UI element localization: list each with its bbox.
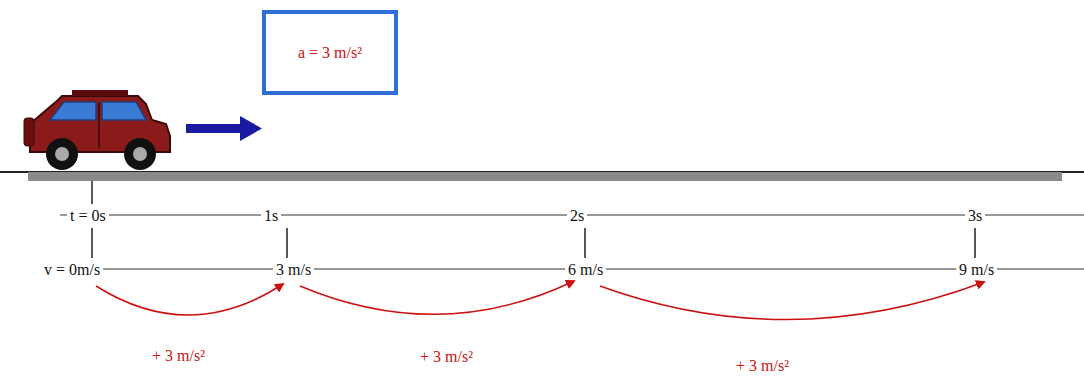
acceleration-label: + 3 m/s² <box>149 347 208 365</box>
car <box>24 90 170 170</box>
acceleration-label: + 3 m/s² <box>733 357 792 375</box>
acceleration-label: + 3 m/s² <box>417 348 476 366</box>
time-label: 1s <box>261 207 281 225</box>
velocity-label: 3 m/s <box>273 261 314 279</box>
curved-arrow <box>600 282 984 320</box>
velocity-label: 9 m/s <box>956 261 997 279</box>
road <box>28 172 1062 181</box>
tick <box>286 228 288 258</box>
time-label: 3s <box>965 207 985 225</box>
tick <box>584 228 586 258</box>
curved-arrow <box>300 281 574 314</box>
time-label: t = 0s <box>67 207 109 225</box>
motion-arrow <box>186 116 262 141</box>
tick <box>91 228 93 258</box>
curved-arrow <box>96 284 283 315</box>
velocity-label: 6 m/s <box>565 261 606 279</box>
formula-text: a = 3 m/s² <box>298 44 362 62</box>
formula-box: a = 3 m/s² <box>262 10 398 95</box>
tick <box>91 181 93 204</box>
velocity-label: v = 0m/s <box>41 261 103 279</box>
time-label: 2s <box>567 207 587 225</box>
tick <box>974 228 976 258</box>
